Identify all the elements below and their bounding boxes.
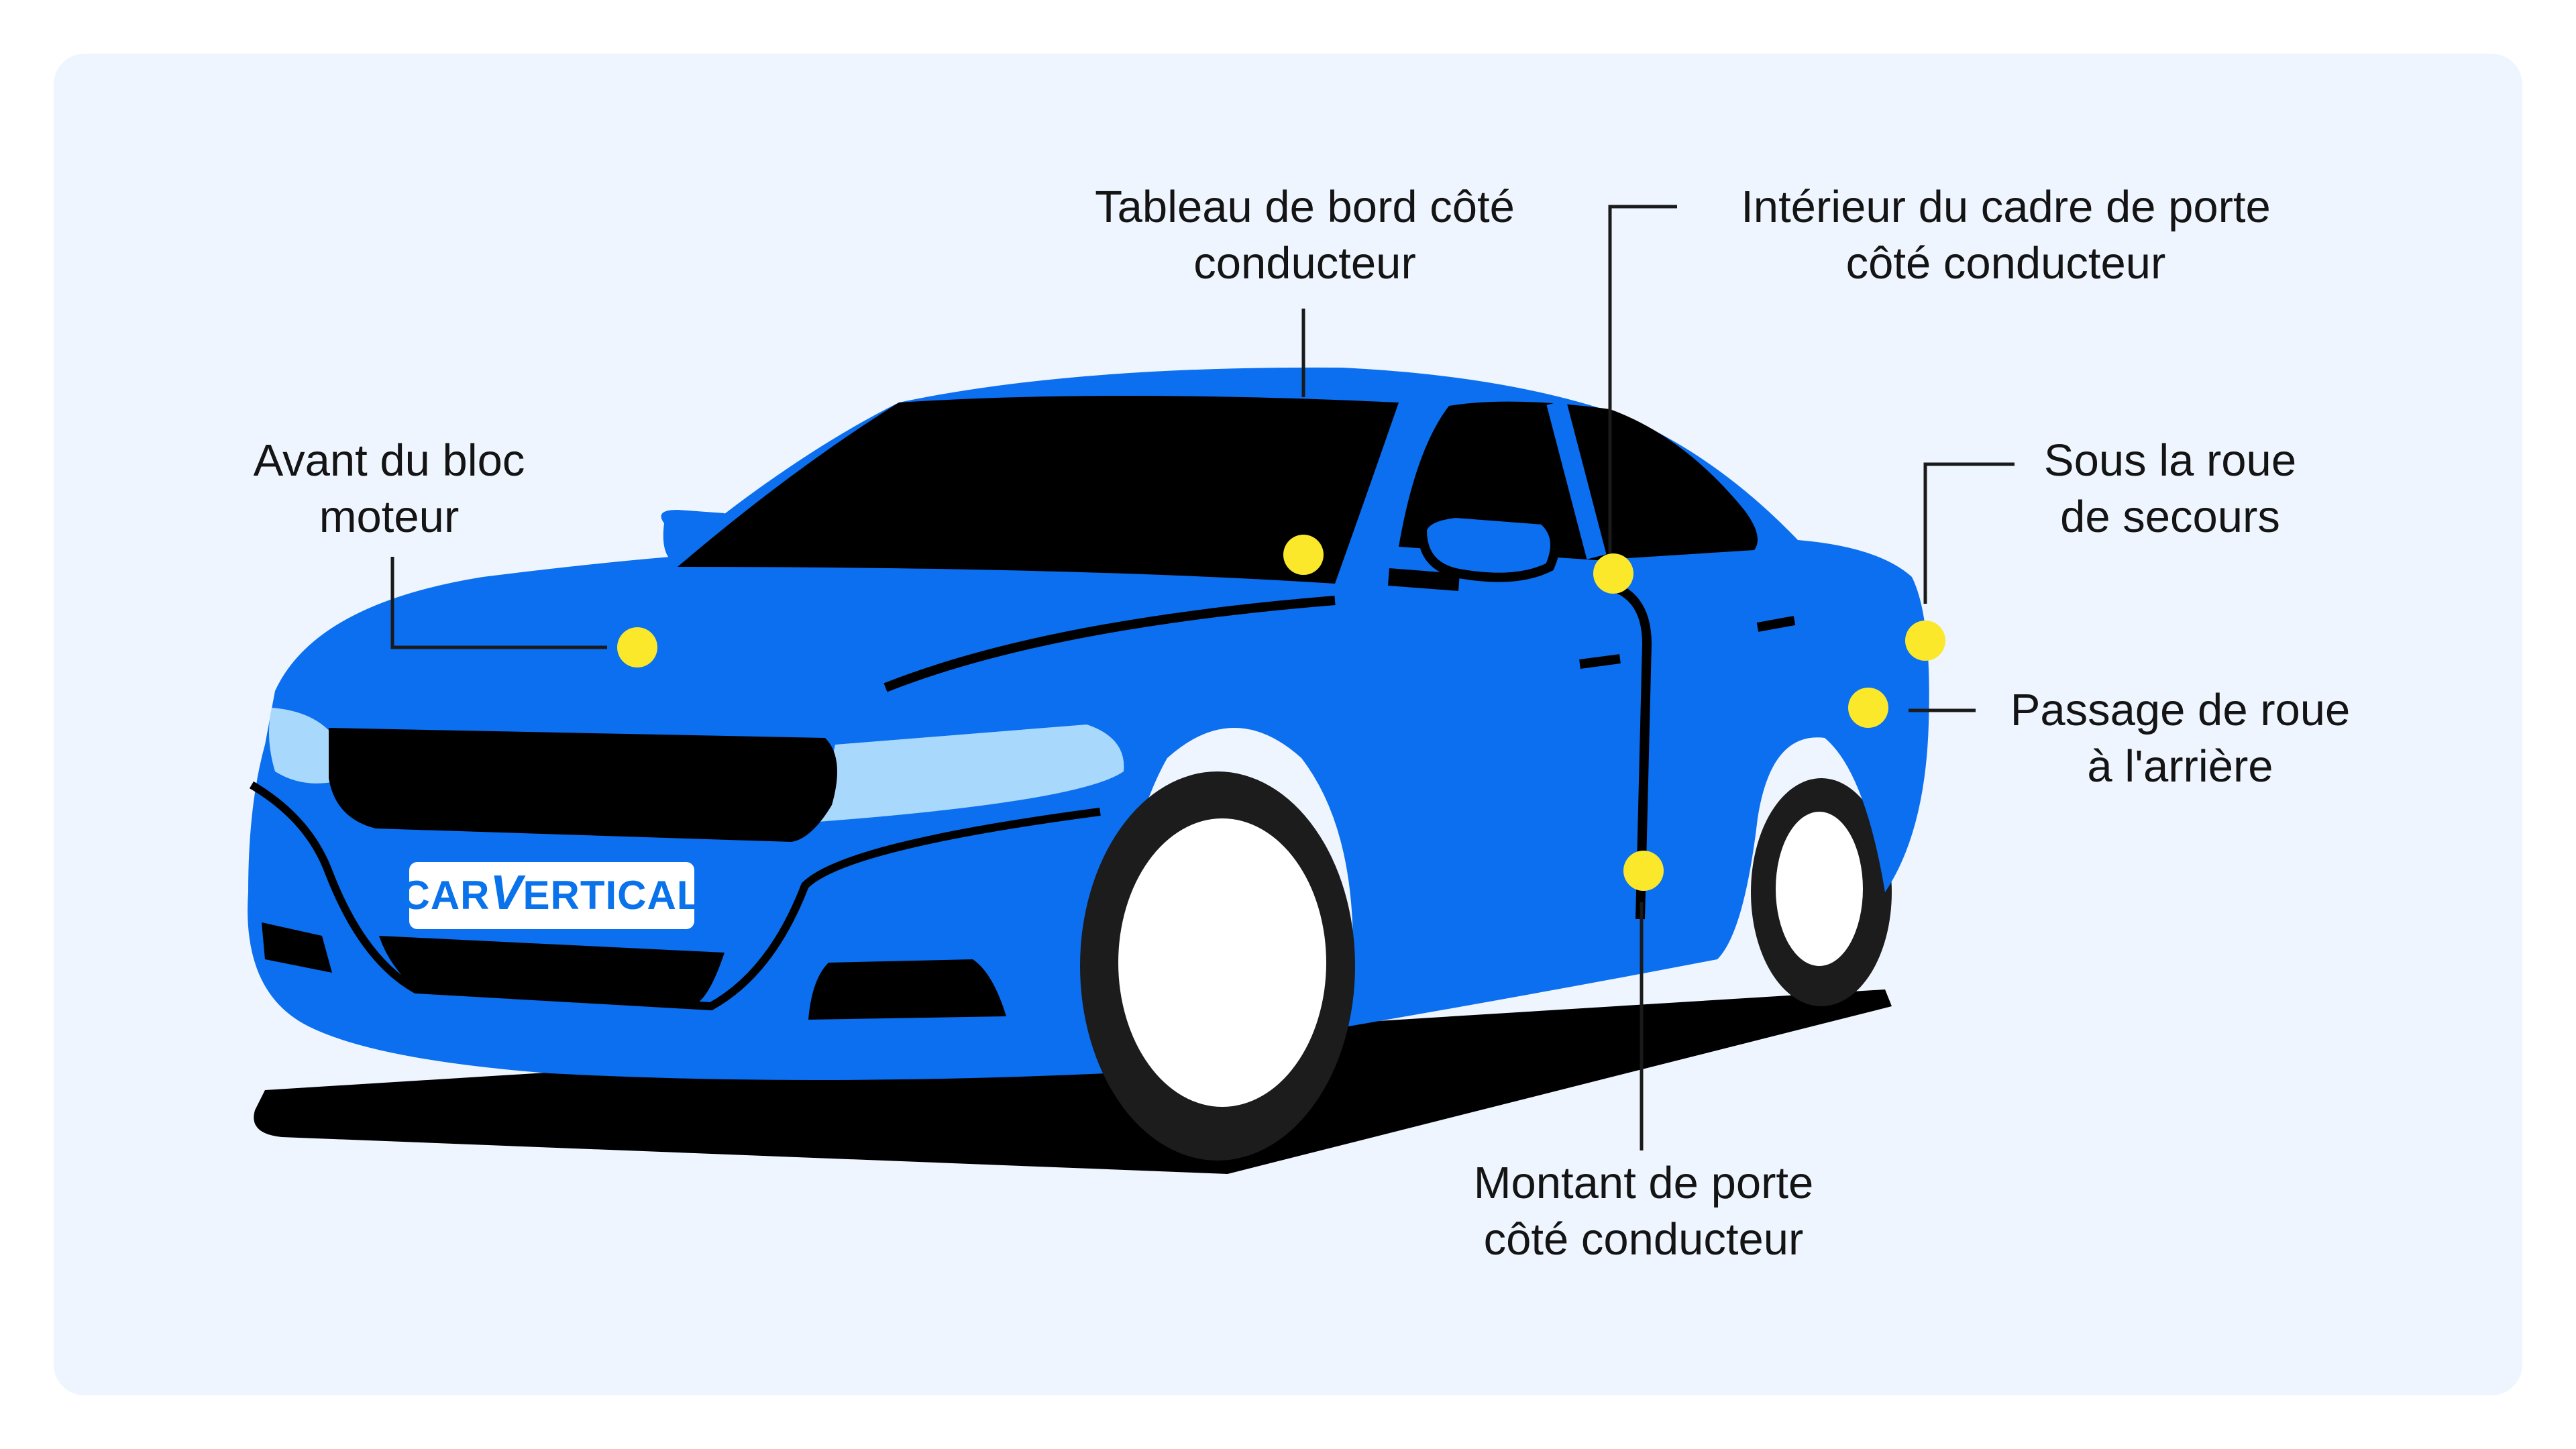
fog-right bbox=[808, 959, 1006, 1020]
marker-engine bbox=[617, 627, 657, 667]
label-door-pillar: Montant de porte côté conducteur bbox=[1436, 1155, 1851, 1268]
brand-logo: CARVERTICAL bbox=[400, 866, 702, 920]
marker-dashboard bbox=[1283, 535, 1324, 575]
label-rear-wheel-arch: Passage de roue à l'arrière bbox=[1979, 682, 2381, 795]
leader-spare bbox=[1925, 464, 2015, 604]
front-wheel bbox=[1080, 771, 1355, 1161]
marker-spare bbox=[1905, 621, 1945, 661]
marker-door-frame bbox=[1593, 553, 1633, 594]
license-plate: CARVERTICAL bbox=[400, 862, 702, 929]
side-mirror bbox=[1422, 513, 1555, 578]
label-engine-front: Avant du bloc moteur bbox=[228, 433, 550, 545]
label-dashboard-driver: Tableau de bord côté conducteur bbox=[1053, 179, 1556, 292]
marker-wheel-arch bbox=[1848, 688, 1888, 728]
label-spare-wheel: Sous la roue de secours bbox=[2019, 433, 2321, 545]
marker-pillar bbox=[1623, 851, 1664, 891]
label-door-frame-inner: Intérieur du cadre de porte côté conduct… bbox=[1690, 179, 2321, 292]
front-grille bbox=[329, 728, 837, 842]
